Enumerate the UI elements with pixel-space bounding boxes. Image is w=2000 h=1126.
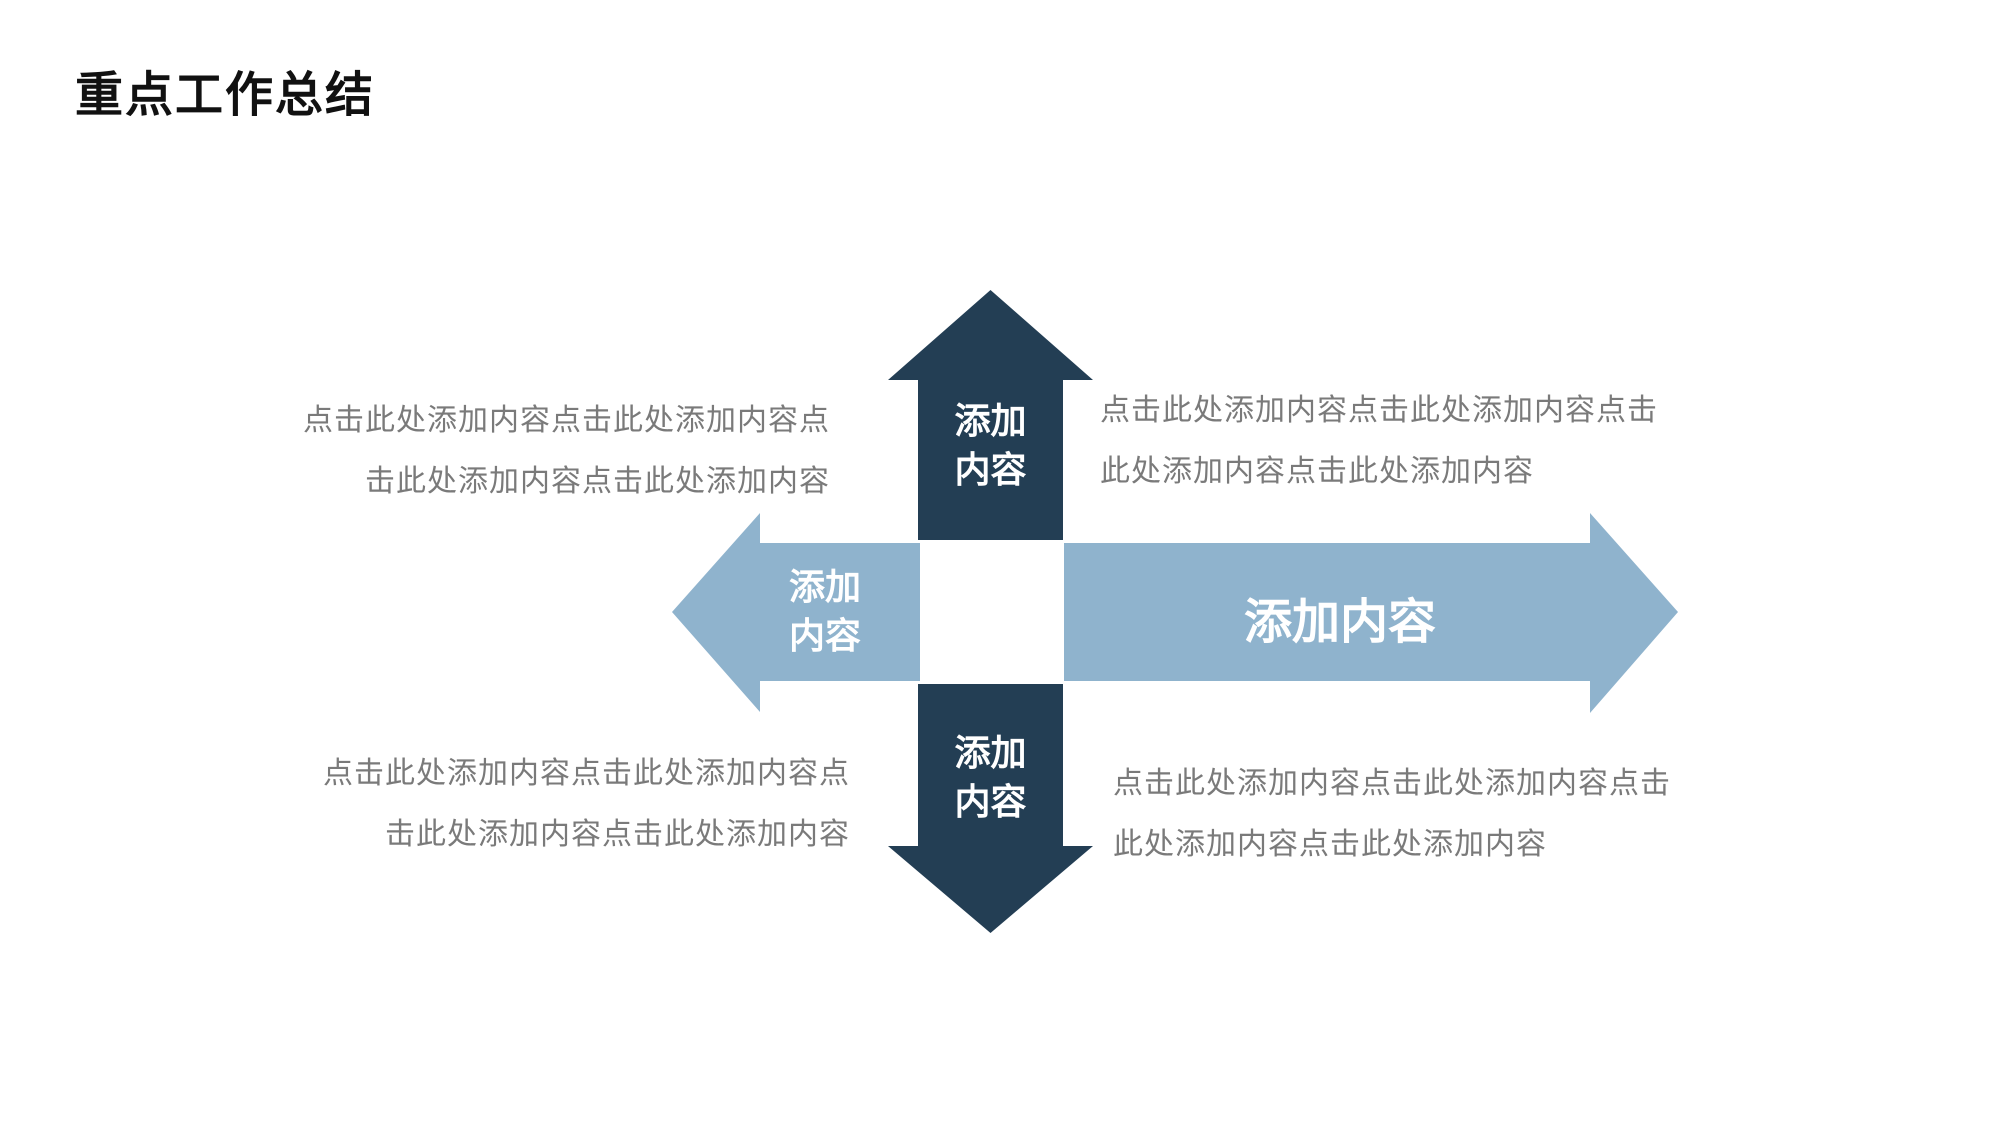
up-arrow[interactable]: [888, 290, 1093, 540]
description-bottom-left-line1: 点击此处添加内容点击此处添加内容点: [323, 756, 850, 791]
slide-title: 重点工作总结: [75, 67, 376, 123]
description-top-right-line2: 此处添加内容点击此处添加内容: [1100, 454, 1534, 489]
description-bottom-right: 点击此处添加内容点击此处添加内容点击 此处添加内容点击此处添加内容: [1113, 753, 1671, 875]
description-top-right: 点击此处添加内容点击此处添加内容点击 此处添加内容点击此处添加内容: [1100, 380, 1658, 502]
description-bottom-left-line2: 击此处添加内容点击此处添加内容: [385, 817, 850, 852]
down-arrow-label-line2: 内容: [954, 781, 1027, 823]
down-arrow-label: 添加 内容: [918, 730, 1063, 827]
right-arrow-label: 添加内容: [1243, 594, 1436, 650]
up-arrow-label-line1: 添加: [954, 401, 1027, 442]
description-top-left-line1: 点击此处添加内容点击此处添加内容点: [303, 403, 830, 438]
right-arrow[interactable]: [1064, 513, 1678, 713]
description-bottom-left: 点击此处添加内容点击此处添加内容点 击此处添加内容点击此处添加内容: [323, 743, 850, 865]
left-arrow-label-line2: 内容: [788, 615, 861, 657]
description-bottom-right-line1: 点击此处添加内容点击此处添加内容点击: [1113, 766, 1671, 801]
up-arrow-label: 添加 内容: [918, 398, 1063, 495]
up-arrow-label-line2: 内容: [954, 449, 1027, 491]
down-arrow[interactable]: [888, 684, 1093, 933]
down-arrow-label-line1: 添加: [954, 733, 1027, 774]
description-bottom-right-line2: 此处添加内容点击此处添加内容: [1113, 827, 1547, 862]
left-arrow-label-line1: 添加: [788, 567, 861, 608]
description-top-right-line1: 点击此处添加内容点击此处添加内容点击: [1100, 393, 1658, 428]
left-arrow[interactable]: [672, 513, 920, 712]
description-top-left: 点击此处添加内容点击此处添加内容点 击此处添加内容点击此处添加内容: [303, 390, 830, 512]
description-top-left-line2: 击此处添加内容点击此处添加内容: [365, 464, 830, 499]
left-arrow-label: 添加 内容: [760, 564, 890, 661]
